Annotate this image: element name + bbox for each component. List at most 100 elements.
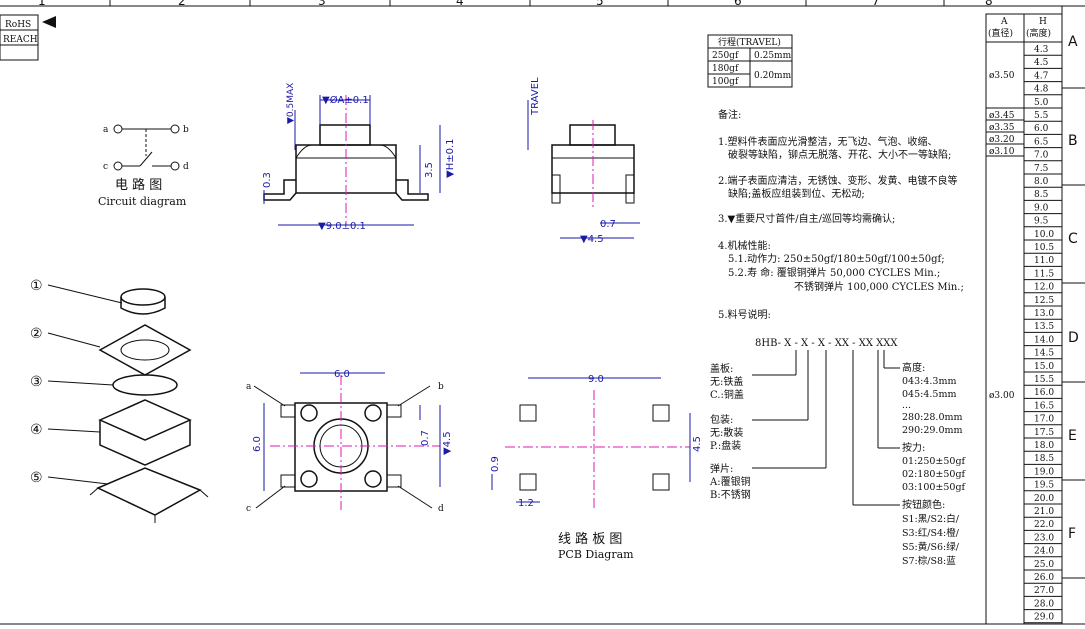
note-3: 3.▼重要尺寸首件/自主/巡回等均需确认; <box>718 212 895 225</box>
travel-label: TRAVEL <box>530 77 541 116</box>
col-a-header: A <box>1000 17 1008 27</box>
top-dim-4-5: ▼4.5 <box>442 431 453 455</box>
height-value: 4.7 <box>1034 71 1049 81</box>
side-view: TRAVEL 0.7 ▼4.5 <box>527 77 640 245</box>
callout-4: ④ <box>30 422 43 438</box>
force-03: 03:100±50gf <box>902 482 967 493</box>
col-label-6: 6 <box>734 0 742 8</box>
circuit-title-cn: 电 路 图 <box>115 177 162 193</box>
height-title: 高度: <box>902 361 925 374</box>
col-label-2: 2 <box>178 0 186 8</box>
pcb-diagram: 9.0 4.5 0.9 1.2 线 路 板 图 PCB Diagram <box>490 374 703 561</box>
dim-h: ▼H±0.1 <box>445 139 456 179</box>
circuit-title-en: Circuit diagram <box>98 195 187 208</box>
circuit-c: c <box>103 162 108 172</box>
height-value: 7.0 <box>1034 151 1049 161</box>
compliance-box: RoHS REACH <box>0 14 56 61</box>
height-ellipsis: ... <box>902 400 911 411</box>
part-code: 8HB- X - X - X - XX - XX XXX 盖板: 无:铁盖 C.… <box>709 338 967 567</box>
col-a-sub: (直径) <box>988 27 1013 39</box>
col-label-3: 3 <box>318 0 326 8</box>
color-line-2: S3:红/S4:橙/ <box>902 527 960 539</box>
pcb-title-en: PCB Diagram <box>558 548 634 561</box>
circuit-a: a <box>103 125 109 135</box>
callout-5: ⑤ <box>30 470 43 486</box>
callout-2: ② <box>30 326 43 342</box>
top-dim-0-7: 0.7 <box>420 430 431 446</box>
height-value: 24.0 <box>1034 547 1054 557</box>
col-h-sub: (高度) <box>1026 27 1051 39</box>
note-4-2: 5.2.寿 命: 覆银铜弹片 50,000 CYCLES Min.; <box>728 266 940 279</box>
height-value: 19.0 <box>1034 467 1054 477</box>
note-2a: 2.端子表面应清洁，无锈蚀、变形、发黄、电镀不良等 <box>718 174 958 187</box>
exploded-view: ① ② ③ ④ ⑤ <box>30 278 209 523</box>
height-value: 18.0 <box>1034 441 1054 451</box>
height-value: 17.0 <box>1034 415 1054 425</box>
height-value: 5.0 <box>1034 98 1049 108</box>
top-view: 6.0 6.0 0.7 ▼4.5 a b c d <box>246 369 453 514</box>
top-d: d <box>438 504 444 514</box>
diameter-335: ø3.35 <box>989 123 1015 133</box>
row-label-e: E <box>1068 428 1077 444</box>
dim-3-5: 3.5 <box>424 162 435 178</box>
pcb-title-cn: 线 路 板 图 <box>558 531 622 547</box>
height-value: 25.0 <box>1034 560 1054 570</box>
row-label-c: C <box>1068 231 1078 247</box>
travel-force-1: 250gf <box>712 51 739 61</box>
cover-iron: 无:铁盖 <box>710 375 743 388</box>
spring-steel: B:不锈钢 <box>710 488 751 501</box>
height-value: 8.0 <box>1034 177 1049 187</box>
height-value: 20.0 <box>1034 494 1054 504</box>
top-dim-6-0-w: 6.0 <box>334 369 350 380</box>
front-view: ▼ØA±0.1 ▼0.5MAX 0.3 3.5 ▼H±0.1 ▼9.0±0.1 <box>262 83 456 232</box>
note-4: 4.机械性能: <box>718 239 771 252</box>
height-value: 16.0 <box>1034 388 1054 398</box>
height-value: 14.0 <box>1034 335 1054 345</box>
top-c: c <box>246 504 251 514</box>
height-value: 27.0 <box>1034 586 1054 596</box>
travel-force-2: 180gf <box>712 64 739 74</box>
height-value: 19.5 <box>1034 481 1054 491</box>
cover-title: 盖板: <box>710 362 733 375</box>
height-043: 043:4.3mm <box>902 376 956 387</box>
note-4-3: 不锈钢弹片 100,000 CYCLES Min.; <box>794 280 964 293</box>
height-value: 9.5 <box>1034 217 1049 227</box>
height-value: 18.5 <box>1034 454 1054 464</box>
triangle-marker-icon <box>42 16 56 28</box>
pcb-dim-4-5: 4.5 <box>692 436 703 452</box>
height-value: 23.0 <box>1034 533 1054 543</box>
col-label-8: 8 <box>985 0 993 8</box>
height-value: 15.5 <box>1034 375 1054 385</box>
height-value: 15.0 <box>1034 362 1054 372</box>
color-title: 按钮颜色: <box>902 498 945 511</box>
packing-title: 包装: <box>710 413 733 426</box>
height-value: 26.0 <box>1034 573 1054 583</box>
packing-tray: P.:盘装 <box>710 439 741 452</box>
height-value: 4.5 <box>1034 58 1049 68</box>
height-value: 11.5 <box>1034 269 1054 279</box>
row-label-d: D <box>1068 330 1079 346</box>
height-value: 4.3 <box>1034 45 1049 55</box>
diameter-345: ø3.45 <box>989 111 1015 121</box>
top-dim-6-0-h: 6.0 <box>252 436 263 452</box>
travel-force-3: 100gf <box>712 77 739 87</box>
note-4-1: 5.1.动作力: 250±50gf/180±50gf/100±50gf; <box>728 252 945 265</box>
travel-value-1: 0.25mm <box>754 51 792 61</box>
dim-0-5max: ▼0.5MAX <box>286 83 296 124</box>
travel-value-2: 0.20mm <box>754 71 792 81</box>
callout-1: ① <box>30 278 43 294</box>
side-dim-0-7: 0.7 <box>600 219 616 230</box>
height-045: 045:4.5mm <box>902 389 956 400</box>
travel-title: 行程(TRAVEL) <box>718 36 781 48</box>
force-01: 01:250±50gf <box>902 456 967 467</box>
packing-bulk: 无:散装 <box>710 426 743 439</box>
callouts: ① ② ③ ④ ⑤ <box>30 278 123 486</box>
row-label-b: B <box>1068 133 1078 149</box>
travel-table: 行程(TRAVEL) 250gf 0.25mm 180gf 0.20mm 100… <box>707 34 793 88</box>
height-280: 280:28.0mm <box>902 412 963 423</box>
side-dim-4-5: ▼4.5 <box>580 234 604 245</box>
spring-silver: A:覆银铜 <box>709 475 751 488</box>
note-1b: 破裂等缺陷，铆点无脱落、开花、大小不一等缺陷; <box>728 148 951 161</box>
color-line-3: S5:黄/S6:绿/ <box>902 541 960 553</box>
